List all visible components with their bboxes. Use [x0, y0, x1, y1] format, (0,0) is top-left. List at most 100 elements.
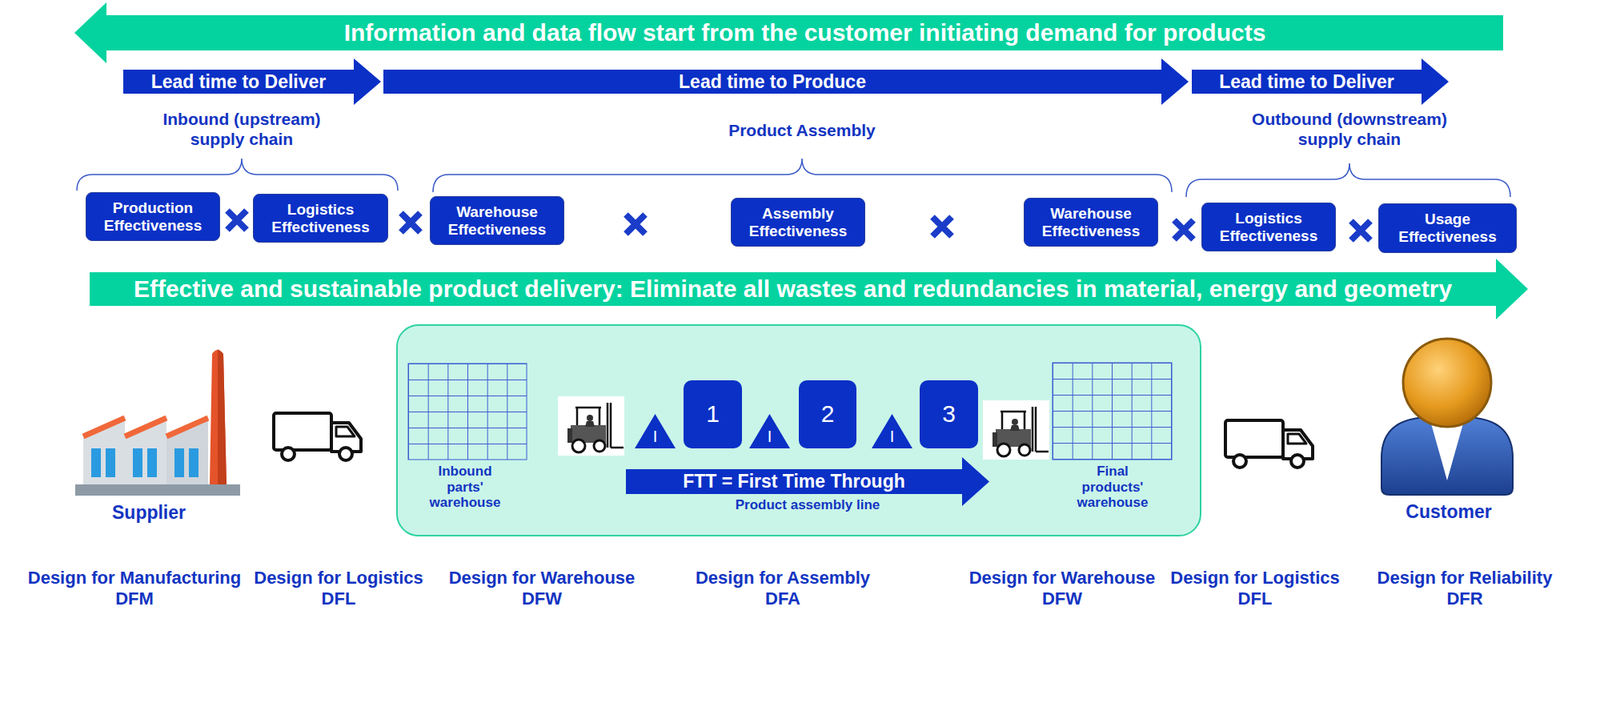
multiply-symbol: [625, 214, 646, 234]
multiply-symbol: [401, 212, 421, 233]
bracket: [433, 158, 1172, 193]
node-text: Production Effectiveness: [92, 199, 213, 235]
lead-time-arrow: Lead time to Deliver: [1191, 58, 1449, 105]
warehouse-grid: [408, 363, 527, 460]
node-text: Inbound parts' warehouse: [425, 463, 506, 511]
node-text: 3: [942, 400, 956, 429]
section-label: Outbound (downstream) supply chain: [1241, 108, 1458, 149]
actor-label: Supplier: [112, 501, 186, 525]
node-text: Logistics Effectiveness: [1208, 209, 1329, 245]
forklift-icon: [982, 400, 1050, 460]
bracket: [76, 158, 1511, 197]
node-text: 2: [821, 400, 835, 429]
multiply-symbol: [227, 210, 247, 230]
supplier-factory-part: [124, 417, 167, 486]
multiply-symbol: [1174, 220, 1194, 240]
section-label: Product Assembly: [728, 120, 876, 141]
design-label: Design for Assembly DFA: [676, 567, 891, 610]
multiply-symbol: [227, 210, 1371, 241]
supplier-factory-part: [91, 448, 101, 478]
inventory-triangle: I: [749, 413, 790, 449]
node-text: Information and data flow start from the…: [344, 19, 1267, 48]
design-label: Design for Logistics DFL: [1151, 567, 1360, 610]
supplier-factory: [75, 348, 241, 496]
truck-icon: [273, 413, 361, 461]
customer-icon-part: [1403, 338, 1492, 427]
inventory-triangle-outline: [749, 413, 790, 449]
node-text: Assembly Effectiveness: [737, 204, 859, 241]
forklift-icon: [557, 396, 625, 456]
supplier-factory-part: [147, 448, 157, 478]
lead-time-arrow: Lead time to Deliver: [123, 58, 381, 105]
customer-icon: [1381, 338, 1513, 495]
effectiveness-box: Assembly Effectiveness: [730, 197, 866, 247]
effectiveness-box: Production Effectiveness: [85, 192, 221, 241]
delivery-arrow-band: Effective and sustainable product delive…: [89, 258, 1528, 320]
delivery-arrow-band-outline: [89, 258, 1528, 320]
node-text: FTT = First Time Through: [682, 470, 906, 492]
node-text: Warehouse Effectiveness: [1030, 204, 1151, 241]
process-box: 1: [683, 380, 742, 449]
effectiveness-box: Usage Effectiveness: [1378, 203, 1517, 253]
design-label: Design for Warehouse DFW: [427, 567, 658, 610]
process-box: 2: [798, 380, 857, 449]
supplier-factory-part: [217, 348, 227, 485]
warehouse-grid-part: [1052, 362, 1172, 460]
node-text: Effective and sustainable product delive…: [133, 275, 1452, 304]
supplier-factory-part: [75, 484, 241, 496]
warehouse-grid: [1052, 362, 1172, 460]
lead-time-arrow-outline: [383, 58, 1189, 105]
design-label: Design for Manufacturing DFM: [7, 567, 263, 610]
node-text: Product assembly line: [625, 497, 990, 514]
supplier-factory-part: [83, 417, 125, 486]
effectiveness-box: Warehouse Effectiveness: [429, 196, 565, 245]
node-text: Usage Effectiveness: [1385, 210, 1510, 246]
lead-time-arrow-outline: [1191, 58, 1449, 105]
supplier-factory-part: [132, 448, 143, 478]
effectiveness-box: Warehouse Effectiveness: [1023, 197, 1159, 247]
ftt-arrow: FTT = First Time ThroughProduct assembly…: [625, 457, 990, 506]
customer-icon-part: [1429, 417, 1465, 481]
multiply-symbol: [1351, 220, 1371, 241]
process-box: 3: [919, 380, 979, 449]
bracket: [1186, 163, 1511, 197]
bracket: [76, 158, 398, 191]
node-text: Lead time to Produce: [678, 71, 867, 93]
node-text: I: [767, 427, 773, 446]
assembly-area: Inbound parts' warehouse Final products' …: [396, 324, 1202, 537]
design-label: Design for Warehouse DFW: [947, 567, 1178, 610]
design-label: Design for Reliability DFR: [1357, 567, 1573, 610]
supplier-factory-part: [105, 448, 116, 478]
node-text: Lead time to Deliver: [151, 71, 327, 93]
inventory-triangle-outline: [634, 413, 676, 449]
supplier-factory-part: [83, 417, 209, 437]
node-text: Final products' warehouse: [1072, 463, 1153, 511]
multiply-symbol: [932, 216, 952, 237]
flow-arrow-band-outline: [74, 2, 1504, 64]
section-label: Inbound (upstream) supply chain: [152, 108, 333, 149]
node-text: Warehouse Effectiveness: [437, 203, 558, 239]
inventory-triangle: I: [871, 413, 913, 449]
node-text: I: [653, 427, 658, 446]
design-label: Design for Logistics DFL: [235, 567, 443, 610]
node-text: Logistics Effectiveness: [260, 200, 381, 237]
inventory-triangle: I: [634, 413, 676, 449]
node-text: 1: [705, 400, 720, 429]
flow-arrow-band: Information and data flow start from the…: [74, 2, 1504, 64]
customer-icon-part: [1381, 417, 1513, 495]
node-text: Lead time to Deliver: [1219, 71, 1395, 93]
lead-time-arrow: Lead time to Produce: [383, 58, 1189, 105]
warehouse-grid-part: [408, 363, 527, 460]
supplier-factory-part: [166, 417, 209, 486]
supplier-factory-part: [188, 448, 199, 478]
node-text: I: [890, 427, 895, 446]
truck-icon: [1225, 420, 1313, 468]
effectiveness-box: Logistics Effectiveness: [252, 193, 389, 243]
inventory-triangle-outline: [871, 413, 913, 449]
lead-time-arrow-outline: [123, 58, 381, 105]
supplier-factory-part: [209, 349, 227, 485]
supplier-factory-part: [174, 448, 185, 478]
effectiveness-box: Logistics Effectiveness: [1201, 202, 1336, 252]
